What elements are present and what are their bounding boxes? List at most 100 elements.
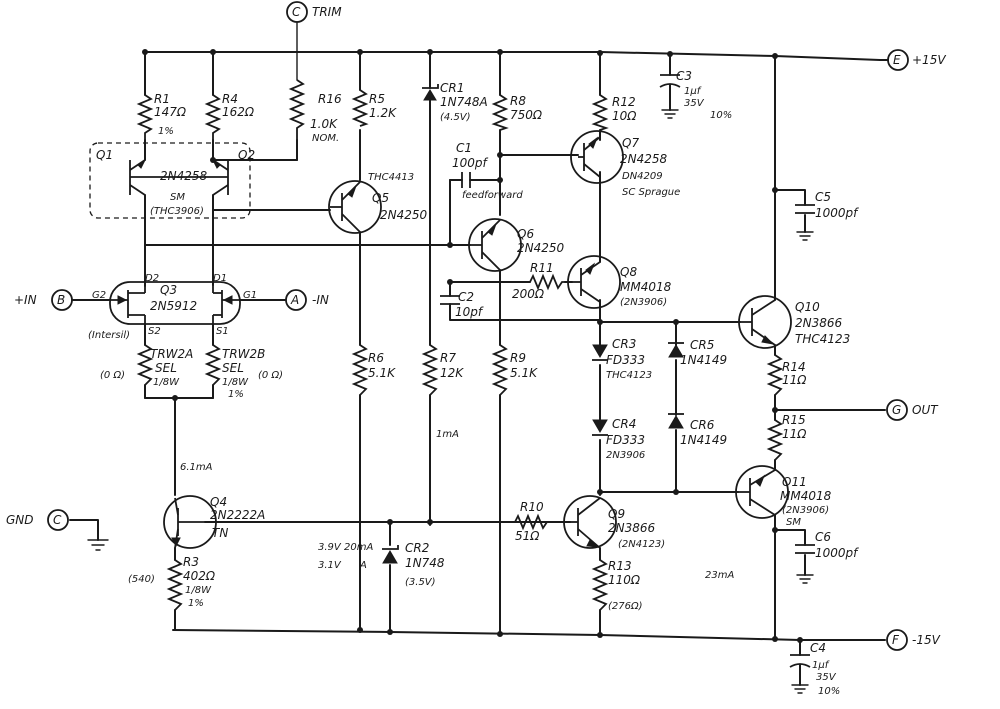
cr3-value: FD333 [606,353,645,367]
q6-part: 2N4250 [517,241,565,255]
terminal-in-pos: B +IN [14,289,111,311]
q8-name: Q8 [620,265,637,279]
cr2-i2: A [359,560,367,571]
c3-tol: 10% [710,110,732,121]
q8-alt: (2N3906) [620,297,667,308]
resistor-r7 [421,344,439,396]
terminal-gnd-letter: C [53,513,62,527]
resistor-r1 [136,94,154,140]
cr3-name: CR3 [612,337,636,351]
q11-name: Q11 [782,475,807,489]
c5-name: C5 [815,190,831,204]
terminal-vpos-label: +15V [912,53,946,67]
r11-value: 200Ω [512,287,545,301]
r16-note: NOM. [312,133,339,144]
r7-name: R7 [440,351,456,365]
transistor-q9 [563,495,617,549]
q3-s2: S2 [148,326,161,337]
q4-alt: TN [212,526,228,540]
r1-value: 147Ω [154,105,187,119]
r5-name: R5 [369,92,385,106]
trw2a-extra: (0 Ω) [100,370,125,381]
terminal-in-neg-label: -IN [312,293,329,307]
q3-g1: G1 [243,290,257,301]
trw2a-value: SEL [155,361,177,375]
q10-part: 2N3866 [795,316,843,330]
q5-alt: THC4413 [368,172,414,183]
resistor-r11 [529,273,565,291]
c3-value: 1μf [684,86,702,97]
cr6-name: CR6 [690,418,715,432]
terminal-gnd-label: GND [6,513,34,527]
q2-alt: (THC3906) [150,206,204,217]
r3-tol: 1% [188,598,204,609]
c4-name: C4 [810,641,826,655]
capacitor-c4 [789,654,811,694]
terminal-in-neg: A -IN [285,289,329,311]
cr6-value: 1N4149 [680,433,727,447]
r13-extra: (276Ω) [608,601,643,612]
q7-alt: DN4209 [622,171,663,182]
terminal-in-neg-letter: A [290,293,299,307]
trw2a-name: TRW2A [150,347,193,361]
r6-name: R6 [368,351,384,365]
resistor-r13 [591,559,609,611]
c1-value: 100pf [452,156,489,170]
cr2-value: 1N748 [405,556,445,570]
q11-sm: SM [786,517,801,528]
zener-cr1 [422,84,439,101]
cr4-value: FD333 [606,433,645,447]
terminal-out-label: OUT [912,403,939,417]
q9-current: 23mA [705,570,734,581]
cr1-name: CR1 [440,81,464,95]
c5-value: 1000pf [815,206,859,220]
resistor-r9 [491,344,509,396]
c2-value: 10pf [455,305,484,319]
q10-name: Q10 [795,300,820,314]
ground-symbol [87,539,109,551]
trw2b-tol: 1% [228,389,244,400]
r8-value: 750Ω [510,108,543,122]
r16-name: R16 [318,92,342,106]
cr2-v1: 3.9V [318,542,342,553]
cr1-note: (4.5V) [440,112,471,123]
resistor-r8 [491,94,509,131]
terminal-trim-letter: C [292,5,301,19]
q3-name: Q3 [160,283,177,297]
c4-tol: 10% [818,686,840,697]
sm-outline [89,142,251,219]
q5-name: Q5 [372,191,389,205]
q7-note: SC Sprague [622,187,680,198]
cr3-alt: THC4123 [606,370,652,381]
diode-cr4 [592,419,608,436]
r10-name: R10 [520,500,544,514]
capacitor-c6 [795,544,815,584]
c3-name: C3 [676,69,692,83]
r12-name: R12 [612,95,636,109]
r13-name: R13 [608,559,632,573]
q3-d2: D2 [145,273,159,284]
c2-name: C2 [458,290,474,304]
capacitor-c2 [440,295,460,305]
q11-part: MM4018 [780,489,832,503]
terminal-vneg-letter: F [892,633,900,647]
capacitor-c1 [461,172,479,188]
q8-part: MM4018 [620,280,672,294]
transistor-q2 [130,159,229,196]
q4-current: 6.1mA [180,462,213,473]
resistor-r15 [766,419,784,461]
r3-extra: (540) [128,574,155,585]
capacitor-c5 [795,204,815,241]
r14-name: R14 [782,360,806,374]
r15-value: 11Ω [782,427,807,441]
terminal-gnd: C GND [6,509,69,531]
resistor-r16 [288,79,306,140]
terminal-in-pos-label: +IN [14,293,37,307]
terminal-in-pos-letter: B [57,293,65,307]
diode-cr6 [668,413,684,429]
resistor-r12 [591,94,609,131]
q1-name: Q1 [96,148,113,162]
trw2b-value: SEL [222,361,244,375]
resistor-r3 [166,559,184,611]
trw2b-extra: (0 Ω) [258,370,283,381]
